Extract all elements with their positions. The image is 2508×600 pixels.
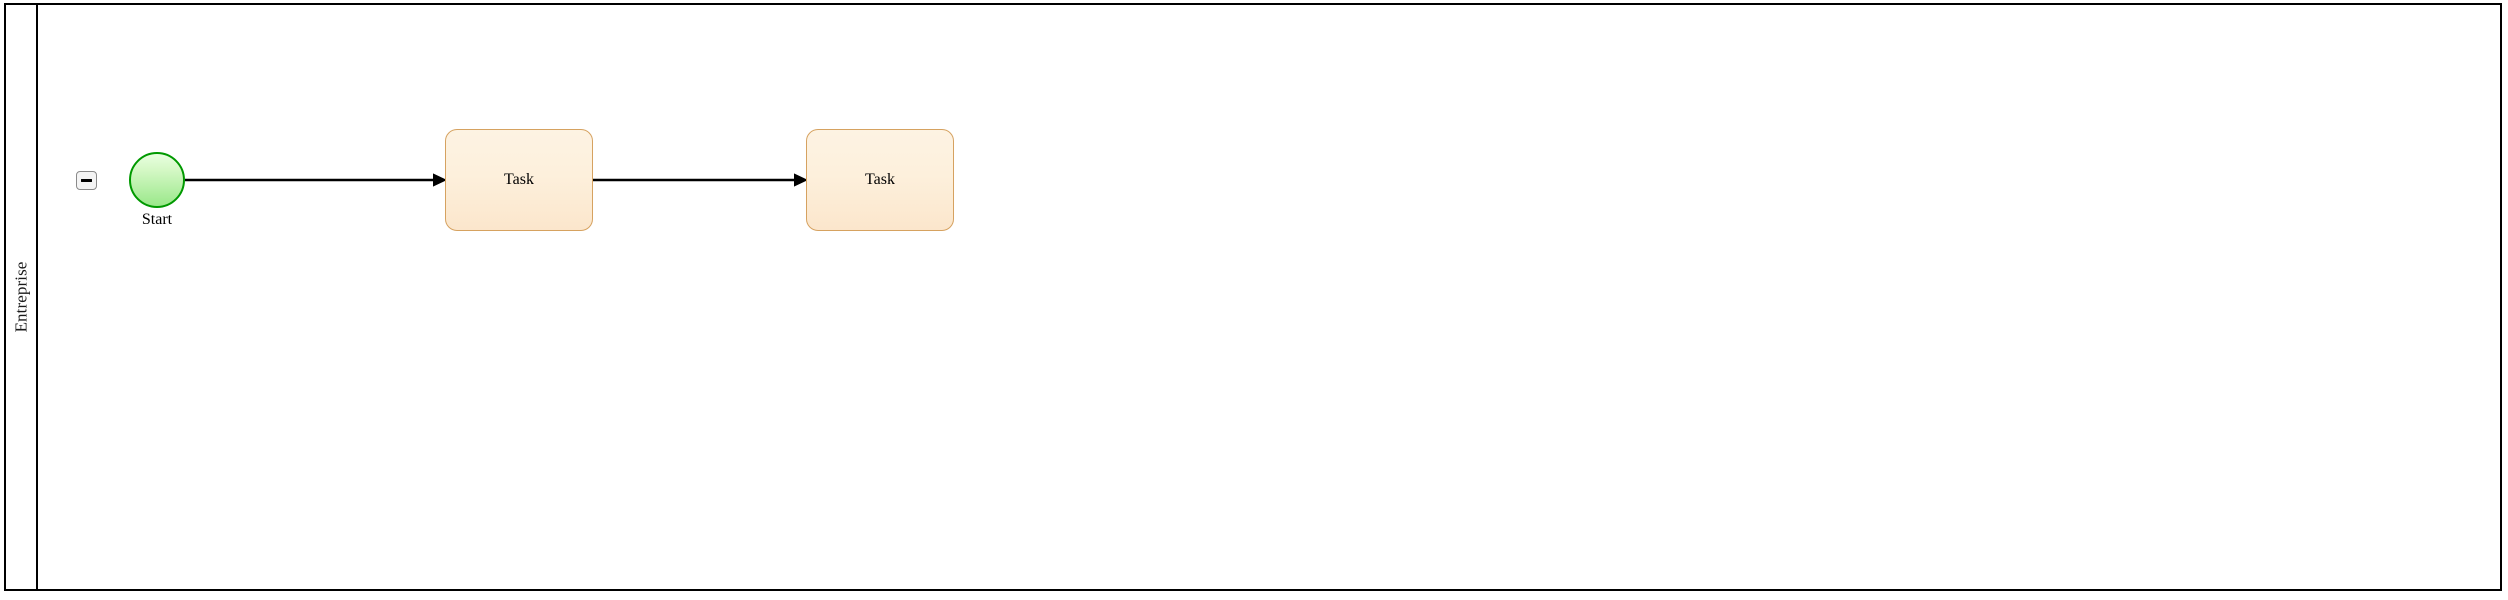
sequence-flow-start-to-task1[interactable] [185, 173, 447, 187]
lane-title: Entreprise [11, 261, 31, 333]
task-label: Task [865, 171, 895, 188]
task-node-1[interactable]: Task [445, 129, 593, 231]
task-label: Task [504, 171, 534, 188]
lane-body: Start Task Task [38, 5, 2500, 589]
start-event-label: Start [141, 211, 173, 228]
lane-header-entreprise[interactable]: Entreprise [6, 5, 38, 589]
task-node-2[interactable]: Task [806, 129, 954, 231]
start-event[interactable] [129, 152, 185, 208]
minus-icon [81, 178, 92, 183]
process-pool: Entreprise Start Task [4, 3, 2502, 591]
arrow-icon [593, 173, 808, 187]
arrow-icon [185, 173, 447, 187]
sequence-flow-task1-to-task2[interactable] [593, 173, 808, 187]
lane-collapse-toggle[interactable] [76, 171, 97, 190]
